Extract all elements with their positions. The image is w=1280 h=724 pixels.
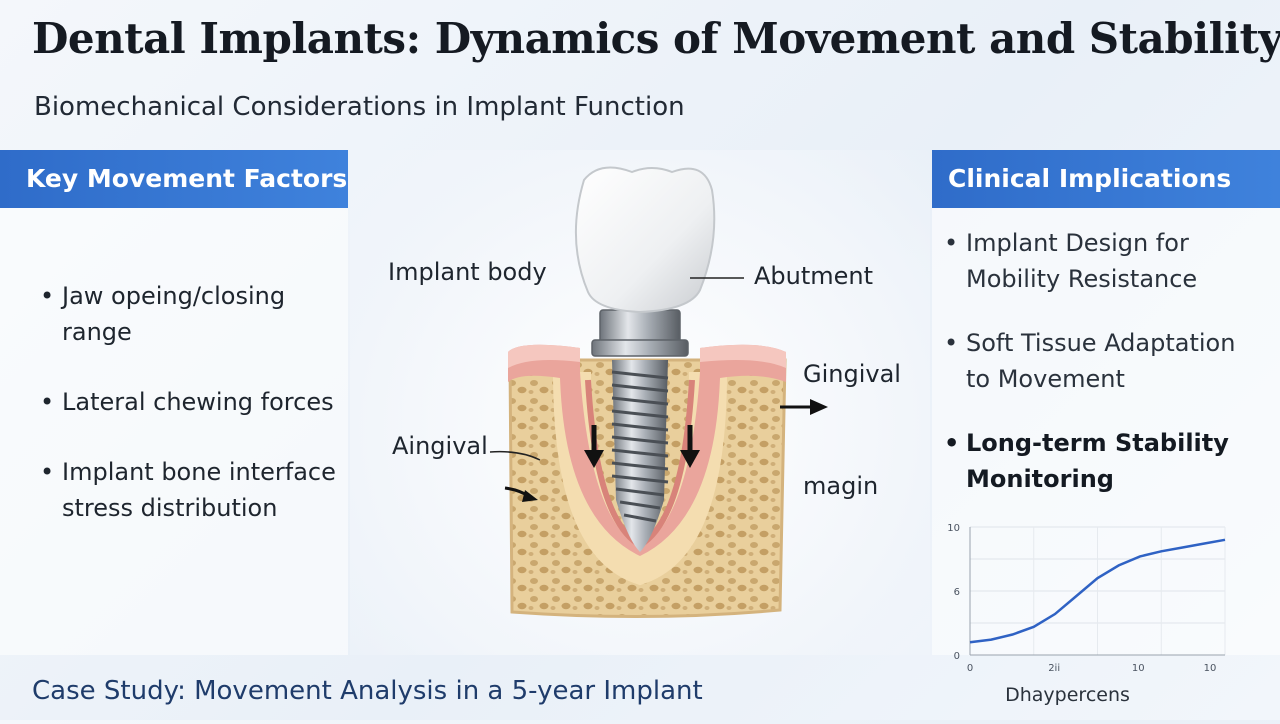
implant-thread xyxy=(611,383,669,393)
list-item: •Long-term Stability Monitoring xyxy=(944,425,1254,497)
chart-x-axis-label: Dhaypercens xyxy=(1005,684,1130,706)
crown xyxy=(574,166,716,314)
abutment xyxy=(591,309,689,357)
case-study-footer: Case Study: Movement Analysis in a 5-yea… xyxy=(32,676,703,706)
implant-thread xyxy=(611,396,669,406)
label-abutment: Abutment xyxy=(754,262,874,290)
aingival-leader-line xyxy=(489,450,541,461)
list-item-label: Soft Tissue Adaptation to Movement xyxy=(966,329,1236,393)
bullet-icon: • xyxy=(40,458,55,486)
aingival-arrow xyxy=(504,486,538,502)
right-panel-header: Clinical Implications xyxy=(932,150,1280,208)
implant-thread xyxy=(611,461,669,471)
bullet-icon: • xyxy=(944,429,960,457)
chart-x-tick-label: 10 xyxy=(1132,663,1145,674)
page-title: Dental Implants: Dynamics of Movement an… xyxy=(32,14,1280,63)
bullet-icon: • xyxy=(944,229,959,257)
implant-thread xyxy=(611,448,669,458)
label-margin: magin xyxy=(803,472,879,500)
left-panel xyxy=(0,150,348,655)
list-item-label: Implant Design for Mobility Resistance xyxy=(966,229,1198,293)
label-aingival: Aingival xyxy=(392,432,488,460)
implant-thread xyxy=(615,487,665,497)
list-item-label: Implant bone interface stress distributi… xyxy=(62,458,336,522)
left-panel-header: Key Movement Factors xyxy=(0,150,348,208)
chart-x-tick-label: 10 xyxy=(1204,663,1217,674)
label-gingival: Gingival xyxy=(803,360,901,388)
implant-thread xyxy=(619,500,661,510)
implant-thread xyxy=(611,422,669,432)
chart-y-tick-label: 10 xyxy=(947,523,960,534)
force-arrow-right xyxy=(680,425,700,468)
page-subtitle: Biomechanical Considerations in Implant … xyxy=(34,92,685,122)
list-item-label: Jaw opeing/closing range xyxy=(62,282,286,346)
list-item: •Implant Design for Mobility Resistance xyxy=(944,225,1254,297)
list-item-label: Lateral chewing forces xyxy=(62,388,334,416)
list-item: •Soft Tissue Adaptation to Movement xyxy=(944,325,1254,397)
implant-thread xyxy=(611,435,669,445)
clinical-implications-list: •Implant Design for Mobility Resistance … xyxy=(944,225,1254,525)
chart-y-tick-label: 6 xyxy=(954,587,960,598)
bullet-icon: • xyxy=(40,388,55,416)
bullet-icon: • xyxy=(944,329,959,357)
implant-screw xyxy=(611,360,669,552)
chart-series-line xyxy=(969,538,1226,644)
bullet-icon: • xyxy=(40,282,55,310)
right-panel xyxy=(932,150,1280,655)
label-implant-body: Implant body xyxy=(388,258,547,286)
list-item: •Lateral chewing forces xyxy=(40,384,340,420)
chart-y-tick-label: 0 xyxy=(954,651,960,662)
gingival-arrow xyxy=(780,399,828,415)
chart-x-tick-label: 0 xyxy=(967,663,973,674)
list-item: •Implant bone interface stress distribut… xyxy=(40,454,340,526)
chart-x-tick-label: 2ii xyxy=(1048,663,1060,674)
implant-thread xyxy=(611,409,669,419)
implant-thread xyxy=(611,474,669,484)
implant-thread xyxy=(611,370,669,380)
movement-factors-list: •Jaw opeing/closing range •Lateral chewi… xyxy=(40,278,340,560)
list-item: •Jaw opeing/closing range xyxy=(40,278,340,350)
list-item-label: Long-term Stability Monitoring xyxy=(966,429,1229,493)
implant-thread xyxy=(623,513,657,523)
force-arrow-left xyxy=(584,425,604,468)
